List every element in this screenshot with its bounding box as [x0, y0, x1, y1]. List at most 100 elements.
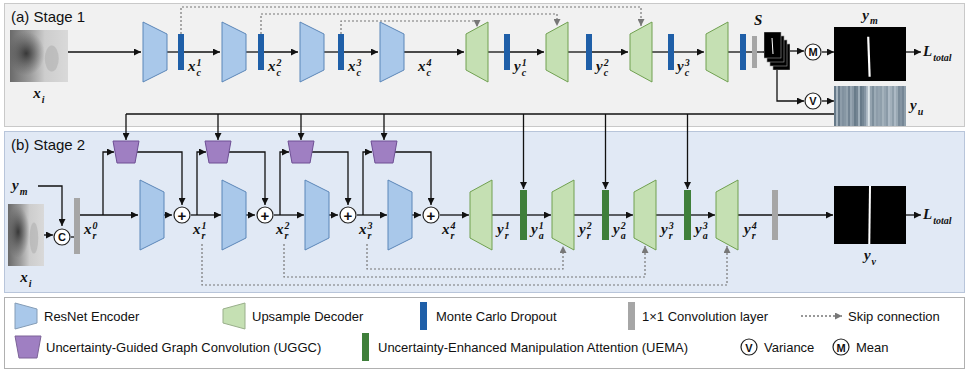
math-subscript: r: [451, 231, 456, 241]
math-subscript: c: [685, 68, 690, 78]
math-index: total: [933, 216, 951, 226]
math-symbol: y: [862, 7, 869, 23]
math-index: r3: [669, 221, 674, 241]
math-index: u: [918, 106, 924, 116]
label-holder: xr4: [442, 220, 456, 241]
math-symbol: y: [744, 221, 751, 237]
label-holder: xc4: [418, 57, 432, 78]
operator-symbol: +: [427, 208, 436, 223]
label-holder: yc2: [596, 57, 609, 78]
label-holder: yc3: [677, 57, 690, 78]
legend-label: 1×1 Convolution layer: [642, 309, 768, 324]
feature-label: yc3: [677, 58, 690, 78]
math-index: r1: [202, 221, 207, 241]
math-symbol: x: [276, 221, 284, 237]
label-holder: yr1: [497, 220, 510, 241]
flow-connector: [822, 51, 834, 52]
image-art: [834, 86, 906, 126]
feature-label: ya2: [613, 221, 626, 241]
math-subscript: r: [587, 231, 592, 241]
operator-symbol: M: [808, 47, 817, 58]
concat-operator: C: [53, 228, 71, 246]
math-symbol: y: [514, 58, 521, 74]
label-holder: yu: [910, 96, 923, 117]
operator-symbol: +: [178, 208, 187, 223]
feature-label: yr2: [579, 221, 592, 241]
feature-label: xc2: [268, 58, 282, 78]
feature-label: ya3: [695, 221, 708, 241]
math-subscript: r: [752, 231, 757, 241]
label-holder: M: [836, 338, 845, 356]
label-holder: Variance: [764, 338, 814, 356]
label-holder: 1×1 Convolution layer: [642, 307, 768, 325]
math-subscript: c: [427, 68, 432, 78]
legend-symbol: V: [745, 343, 752, 354]
math-symbol: x: [418, 58, 426, 74]
image-label: ym: [862, 7, 877, 27]
math-symbol: S: [754, 12, 762, 28]
legend-swatch: [362, 333, 370, 361]
math-subscript: i: [42, 94, 45, 105]
feature-label: xc3: [348, 58, 362, 78]
legend-label: Uncertainty-Enhanced Manipulation Attent…: [378, 340, 688, 355]
math-index: c1: [522, 58, 527, 78]
label-holder: xr2: [276, 220, 290, 241]
uggc-blocks: [113, 141, 397, 163]
math-index: total: [933, 53, 951, 63]
image-label: S: [754, 12, 762, 29]
math-subscript: c: [197, 68, 202, 78]
decoder-blocks: [466, 22, 738, 250]
math-subscript: a: [539, 231, 544, 241]
math-subscript: v: [872, 256, 876, 267]
legend-label: Monte Carlo Dropout: [436, 309, 557, 324]
math-symbol: x: [442, 221, 450, 237]
feature-label: xr3: [359, 221, 373, 241]
math-superscript: 2: [285, 221, 290, 231]
math-subscript: r: [93, 231, 98, 241]
label-holder: ym: [12, 176, 27, 197]
add-operator: +: [339, 206, 357, 224]
math-subscript: i: [29, 278, 32, 289]
math-subscript: c: [522, 68, 527, 78]
label-holder: Monte Carlo Dropout: [436, 307, 557, 325]
math-symbol: y: [910, 97, 917, 113]
mask-image: ym: [834, 27, 906, 81]
math-index: c2: [277, 58, 282, 78]
label-holder: ya1: [531, 220, 544, 241]
uema-bars: [520, 190, 691, 240]
label-holder: Uncertainty-Enhanced Manipulation Attent…: [378, 338, 688, 356]
legend-swatch: [628, 302, 636, 330]
label-holder: xc1: [188, 57, 202, 78]
image-label: xi: [33, 85, 44, 105]
legend-label: ResNet Encoder: [44, 309, 139, 324]
math-index: m: [20, 187, 28, 197]
stage-panel: xiC++++yv(b) Stage 2: [4, 131, 965, 293]
math-index: a2: [621, 221, 626, 241]
label-holder: V: [745, 338, 752, 356]
math-superscript: 4: [451, 221, 456, 231]
feature-label: xr1: [193, 221, 207, 241]
math-symbol: y: [864, 247, 871, 263]
math-symbol: y: [531, 221, 538, 237]
input-image: xi: [8, 204, 44, 266]
image-label: yu: [910, 97, 923, 117]
flow-connector: [44, 234, 53, 235]
uncertainty-map: yu: [834, 86, 906, 126]
label-holder: ya3: [695, 220, 708, 241]
math-superscript: 1: [522, 58, 527, 68]
sample-stack: S: [764, 32, 790, 70]
feature-label: yr3: [661, 221, 674, 241]
math-symbol: x: [33, 85, 41, 101]
math-index: r1: [505, 221, 510, 241]
image-label: xi: [20, 269, 31, 289]
image-label: yv: [864, 247, 876, 267]
math-superscript: 1: [505, 221, 510, 231]
flow-connector: [777, 70, 804, 101]
legend-swatch: [14, 302, 38, 330]
stage-panel: xiSMVymyu(a) Stage 1: [4, 3, 965, 127]
math-subscript: r: [202, 231, 207, 241]
label-holder: ym: [862, 6, 877, 27]
feature-label: xc1: [188, 58, 202, 78]
math-subscript: m: [20, 186, 28, 197]
